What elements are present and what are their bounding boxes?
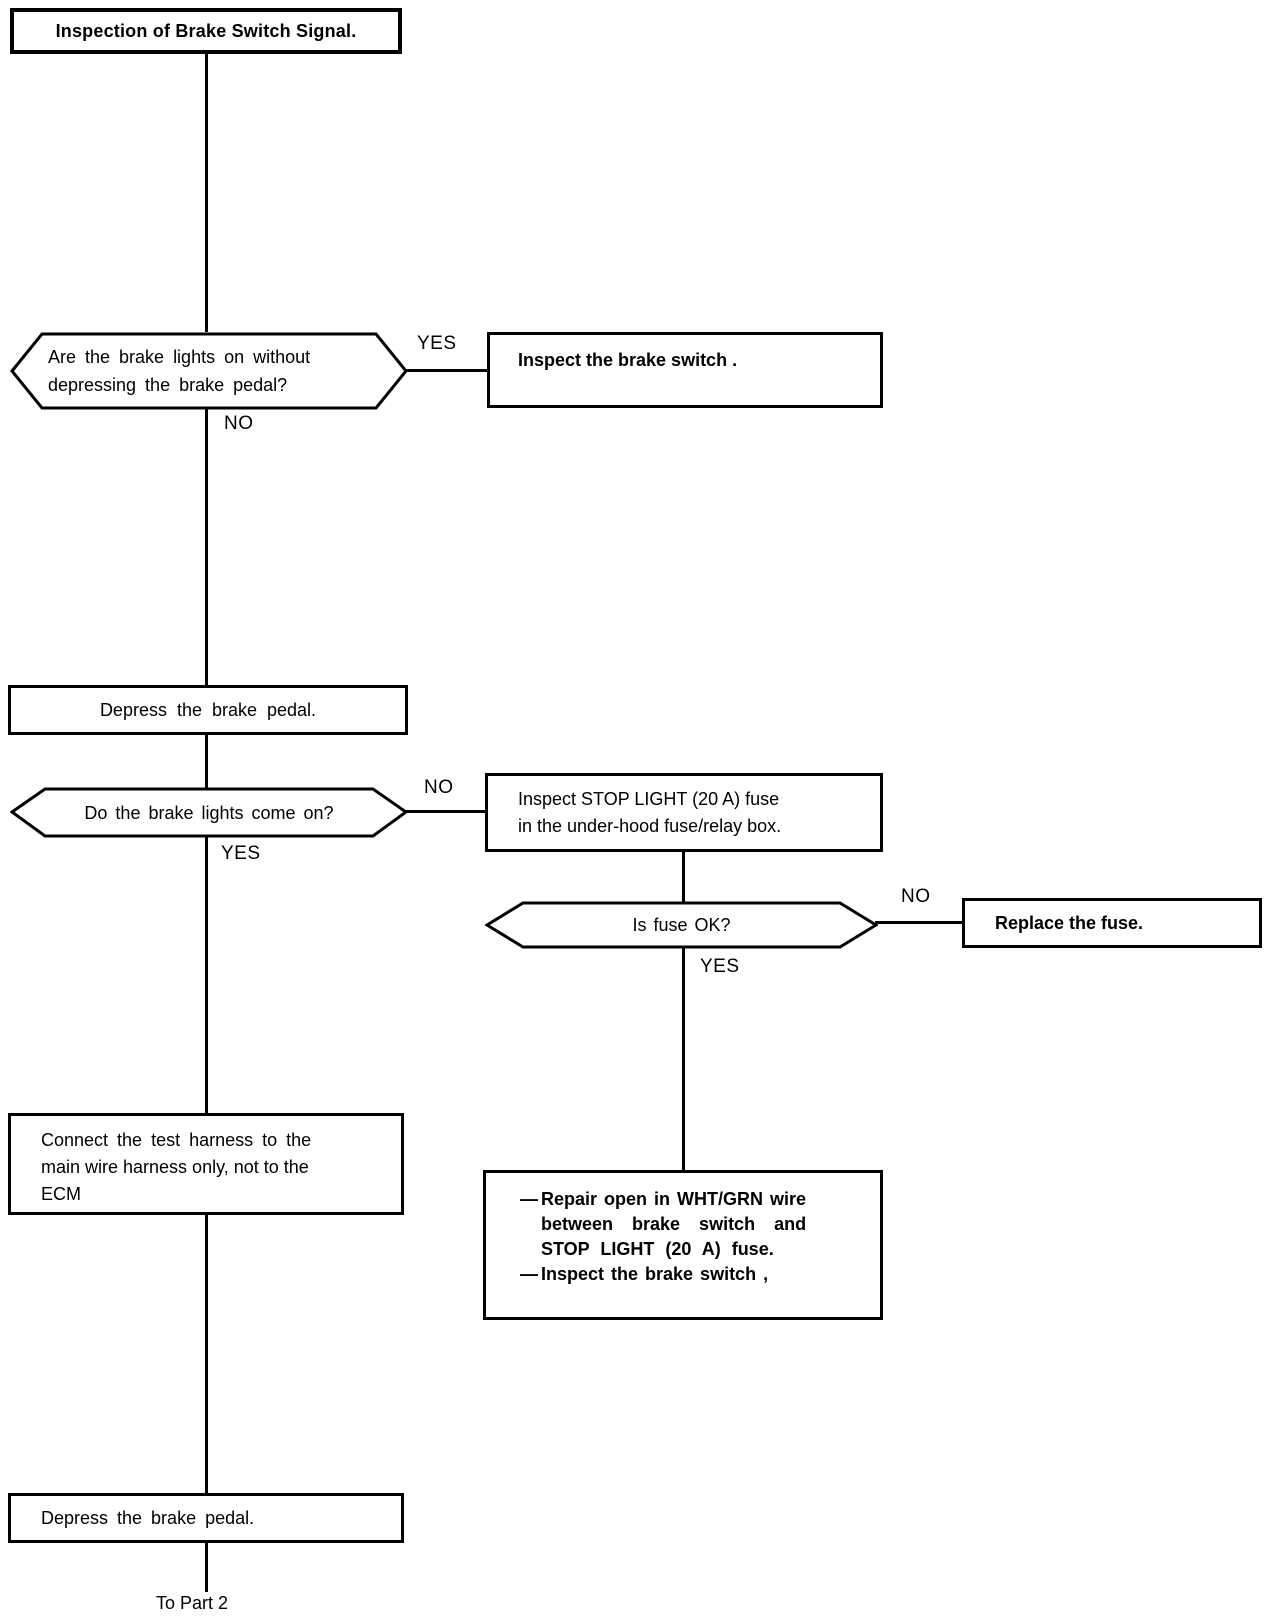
connector-fusebox-to-q3 bbox=[682, 850, 685, 903]
connector-depress1-to-q2 bbox=[205, 733, 208, 789]
decision-is-fuse-ok: Is fuse OK? bbox=[485, 901, 878, 949]
title-text: Inspection of Brake Switch Signal. bbox=[55, 20, 357, 41]
inspect-bullet-dash: — bbox=[520, 1264, 538, 1284]
action-inspect-stop-light-fuse-line2: in the under-hood fuse/relay box. bbox=[518, 815, 782, 836]
process-depress-brake-pedal-2: Depress the brake pedal. bbox=[8, 1493, 404, 1543]
branch-label-yes-1: YES bbox=[417, 333, 457, 354]
decision2-text: Do the brake lights come on? bbox=[84, 802, 334, 823]
action-repair-open-wht-grn: — Repair open in WHT/GRN wire between br… bbox=[483, 1170, 883, 1320]
branch-label-no-1: NO bbox=[224, 413, 254, 434]
action-inspect-brake-switch: Inspect the brake switch . bbox=[487, 332, 883, 408]
decision1-text-line1: Are the brake lights on without bbox=[48, 347, 311, 367]
action-inspect-stop-light-fuse: Inspect STOP LIGHT (20 A) fuse in the un… bbox=[485, 773, 883, 852]
connector-q2-yes-to-connect bbox=[205, 836, 208, 1115]
connector-q2-no bbox=[404, 810, 485, 813]
connector-q1-no-to-depress1 bbox=[205, 408, 208, 687]
decision1-text-line2: depressing the brake pedal? bbox=[48, 375, 288, 395]
branch-label-yes-2: YES bbox=[221, 843, 261, 864]
action-replace-fuse-text: Replace the fuse. bbox=[995, 912, 1144, 933]
title-box: Inspection of Brake Switch Signal. bbox=[10, 8, 402, 54]
branch-label-no-2: NO bbox=[424, 777, 454, 798]
decision-brake-lights-come-on: Do the brake lights come on? bbox=[10, 787, 408, 838]
action-replace-fuse: Replace the fuse. bbox=[962, 898, 1262, 948]
process-connect-test-harness-line2: main wire harness only, not to the bbox=[41, 1157, 309, 1177]
process-depress-brake-pedal-1: Depress the brake pedal. bbox=[8, 685, 408, 735]
process-depress-brake-pedal-1-text: Depress the brake pedal. bbox=[99, 699, 317, 720]
repair-line1: Repair open in WHT/GRN wire bbox=[541, 1189, 807, 1209]
action-inspect-brake-switch-text: Inspect the brake switch . bbox=[518, 350, 738, 370]
connector-q3-yes-to-repair bbox=[682, 947, 685, 1172]
repair-line2: between brake switch and bbox=[541, 1214, 807, 1234]
connector-depress2-to-part2 bbox=[205, 1541, 208, 1592]
hexagon-shape bbox=[485, 901, 878, 949]
repair-line3: STOP LIGHT (20 A) fuse. bbox=[541, 1239, 774, 1259]
to-part-2-label: To Part 2 bbox=[156, 1593, 229, 1613]
process-connect-test-harness-line1: Connect the test harness to the bbox=[41, 1130, 312, 1150]
repair-bullet-dash: — bbox=[520, 1189, 538, 1209]
process-depress-brake-pedal-2-text: Depress the brake pedal. bbox=[41, 1507, 255, 1528]
decision3-text: Is fuse OK? bbox=[632, 915, 731, 935]
inspect-line2: Inspect the brake switch , bbox=[541, 1264, 769, 1284]
process-connect-test-harness: Connect the test harness to the main wir… bbox=[8, 1113, 404, 1215]
branch-label-no-3: NO bbox=[901, 886, 931, 907]
branch-label-yes-3: YES bbox=[700, 956, 740, 977]
connector-q1-yes bbox=[404, 369, 489, 372]
connector-q3-no bbox=[875, 921, 964, 924]
connector-connect-to-depress2 bbox=[205, 1213, 208, 1495]
connector-title-to-q1 bbox=[205, 52, 208, 332]
process-connect-test-harness-line3: ECM bbox=[41, 1184, 81, 1204]
action-inspect-stop-light-fuse-line1: Inspect STOP LIGHT (20 A) fuse bbox=[518, 788, 780, 809]
decision-brake-lights-on-without-pedal: Are the brake lights on without depressi… bbox=[10, 332, 408, 410]
